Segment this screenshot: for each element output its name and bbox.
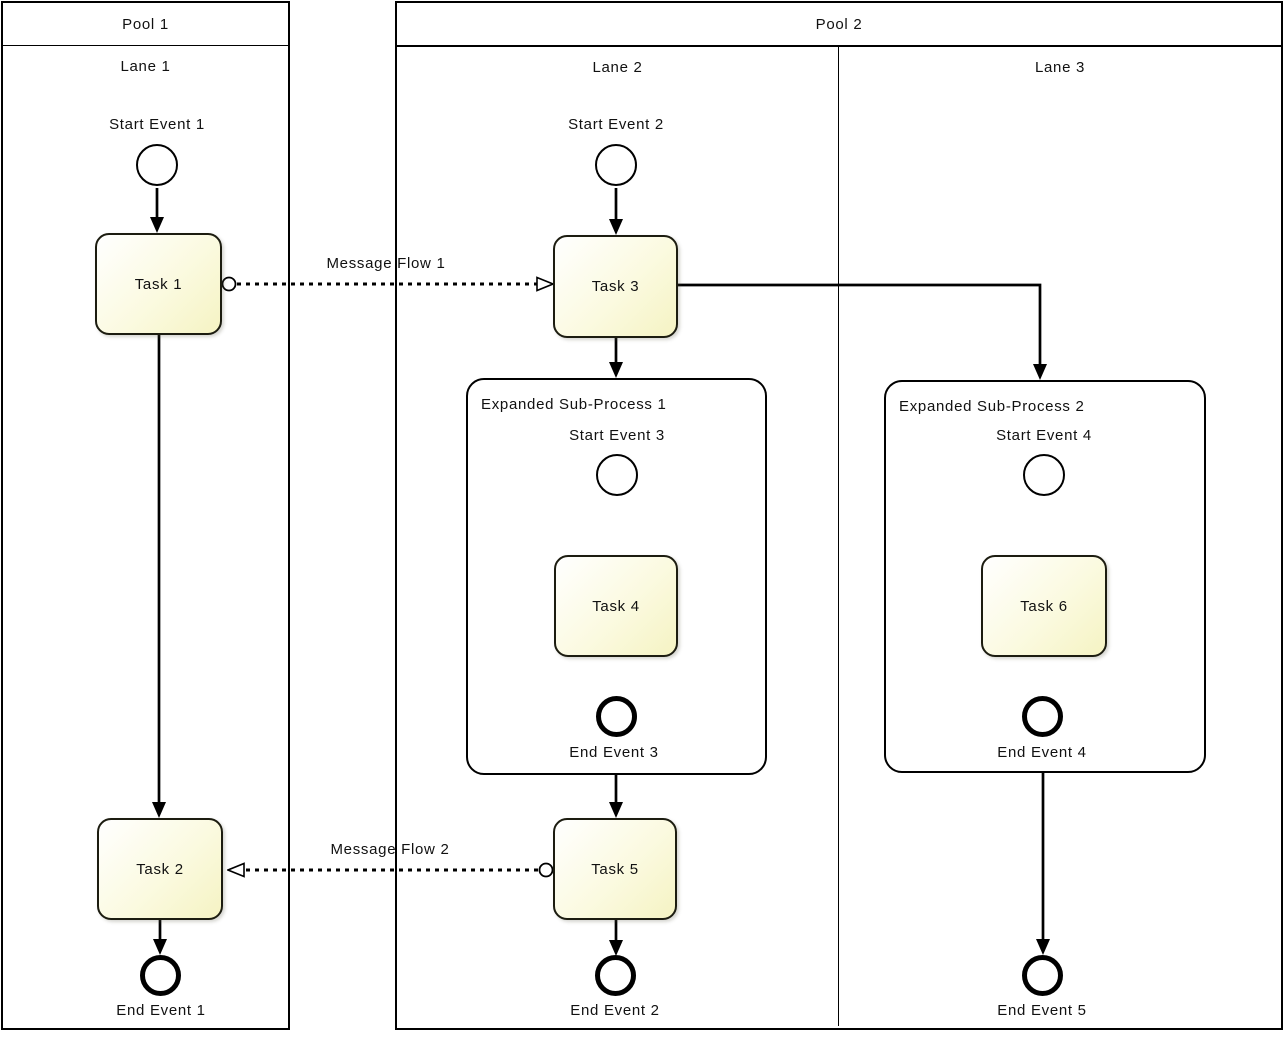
end-event-1-label: End Event 1	[116, 1002, 206, 1019]
start-event-3-label: Start Event 3	[569, 427, 665, 444]
lane-2[interactable]: Lane 2	[397, 47, 839, 1026]
lane-1-title: Lane 1	[120, 58, 171, 75]
start-event-1[interactable]	[136, 144, 178, 186]
start-event-1-label: Start Event 1	[109, 116, 205, 133]
task-1[interactable]: Task 1	[95, 233, 222, 335]
start-event-4[interactable]	[1023, 454, 1065, 496]
end-event-4-label: End Event 4	[997, 744, 1087, 761]
pool-1[interactable]: Pool 1 Lane 1	[1, 1, 290, 1030]
start-event-3[interactable]	[596, 454, 638, 496]
start-event-2-label: Start Event 2	[568, 116, 664, 133]
task-3[interactable]: Task 3	[553, 235, 678, 338]
end-event-1[interactable]	[140, 955, 181, 996]
task-5[interactable]: Task 5	[553, 818, 677, 920]
pool-2-lanes: Lane 2 Lane 3	[397, 47, 1281, 1026]
lane-2-title: Lane 2	[592, 59, 643, 76]
pool-2[interactable]: Pool 2 Lane 2 Lane 3	[395, 1, 1283, 1030]
end-event-2[interactable]	[595, 955, 636, 996]
task-4-label: Task 4	[592, 597, 640, 615]
start-event-2[interactable]	[595, 144, 637, 186]
task-1-label: Task 1	[134, 275, 183, 293]
end-event-3-label: End Event 3	[569, 744, 659, 761]
pool-1-header: Pool 1	[3, 3, 288, 46]
end-event-4[interactable]	[1022, 696, 1063, 737]
lane-3[interactable]: Lane 3	[839, 47, 1281, 1026]
task-6[interactable]: Task 6	[981, 555, 1107, 657]
task-4[interactable]: Task 4	[554, 555, 678, 657]
pool-1-lanes: Lane 1	[3, 46, 288, 1027]
start-event-4-label: Start Event 4	[996, 427, 1092, 444]
message-flow-1-label: Message Flow 1	[326, 255, 446, 272]
task-5-label: Task 5	[591, 860, 639, 878]
task-2-label: Task 2	[136, 860, 184, 878]
end-event-5-label: End Event 5	[997, 1002, 1087, 1019]
pool-2-title: Pool 2	[815, 16, 863, 33]
end-event-2-label: End Event 2	[570, 1002, 660, 1019]
message-flow-2-label: Message Flow 2	[330, 841, 450, 858]
task-3-label: Task 3	[591, 278, 640, 295]
end-event-3[interactable]	[596, 696, 637, 737]
pool-1-title: Pool 1	[122, 16, 169, 33]
task-2[interactable]: Task 2	[97, 818, 223, 920]
subprocess-1-label: Expanded Sub-Process 1	[481, 396, 667, 413]
subprocess-2-label: Expanded Sub-Process 2	[899, 398, 1085, 415]
lane-1[interactable]: Lane 1	[3, 46, 288, 1027]
task-6-label: Task 6	[1020, 597, 1068, 615]
lane-3-title: Lane 3	[1034, 59, 1086, 76]
pool-2-header: Pool 2	[397, 3, 1281, 47]
end-event-5[interactable]	[1022, 955, 1063, 996]
